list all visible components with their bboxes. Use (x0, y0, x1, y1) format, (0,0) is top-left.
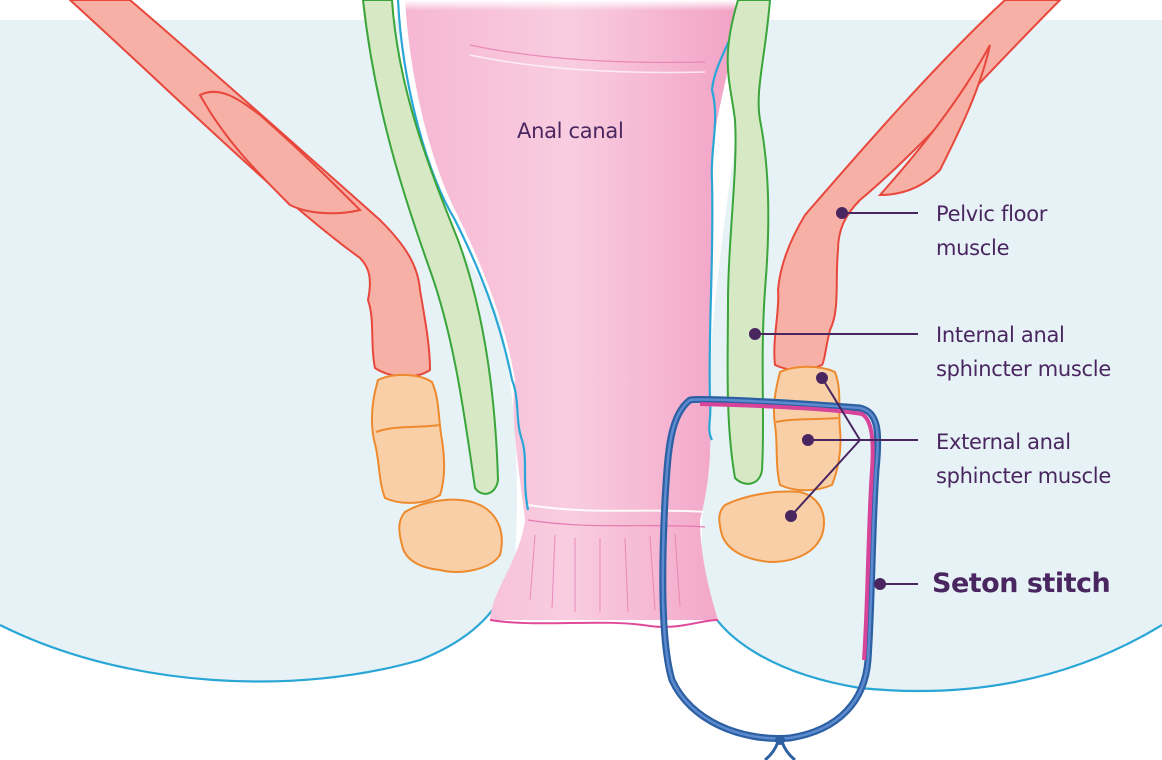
label-pelvic-floor-line-1: Pelvic floor (936, 197, 1047, 231)
label-external-sphincter-line-2: sphincter muscle (936, 459, 1111, 493)
seton-stitch-marker (875, 579, 885, 589)
label-pelvic-floor-muscle: Pelvic floor muscle (936, 197, 1047, 265)
label-internal-sphincter: Internal anal sphincter muscle (936, 318, 1111, 386)
internal-sphincter-marker (750, 329, 760, 339)
label-internal-sphincter-line-1: Internal anal (936, 318, 1111, 352)
label-pelvic-floor-line-2: muscle (936, 231, 1047, 265)
label-external-sphincter-line-1: External anal (936, 425, 1111, 459)
external-sphincter-marker-lower (786, 511, 796, 521)
external-sphincter-marker-upper (817, 373, 827, 383)
external-sphincter-marker-middle (803, 435, 813, 445)
pelvic-floor-marker (837, 208, 847, 218)
label-anal-canal: Anal canal (517, 114, 623, 148)
label-internal-sphincter-line-2: sphincter muscle (936, 352, 1111, 386)
label-external-sphincter: External anal sphincter muscle (936, 425, 1111, 493)
label-seton-stitch: Seton stitch (932, 567, 1110, 601)
